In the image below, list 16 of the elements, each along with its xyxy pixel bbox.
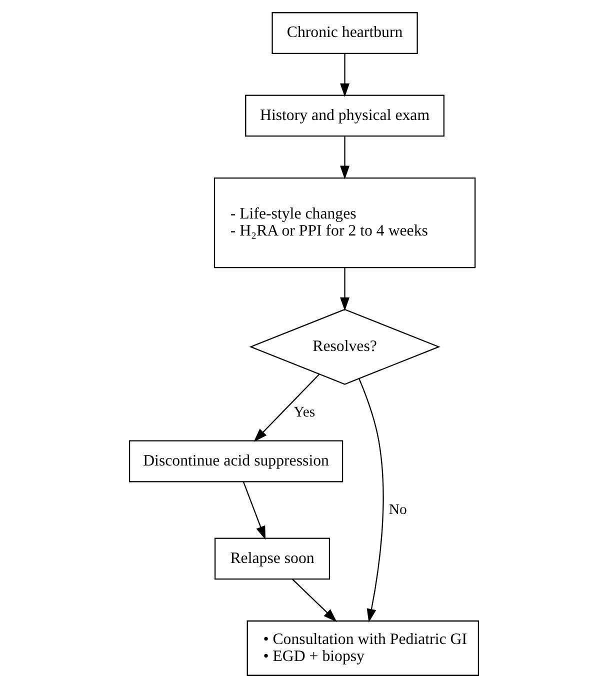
arrow	[254, 374, 320, 442]
edge-label: Yes	[294, 404, 316, 420]
node-box: History and physical exam	[245, 94, 444, 137]
node-box: Relapse soon	[214, 538, 330, 580]
edge-label: No	[388, 502, 407, 518]
node-box: • Consultation with Pediatric GI • EGD + biopsy	[246, 620, 480, 676]
node-box: Discontinue acid suppression	[128, 440, 344, 482]
arrow	[340, 54, 350, 97]
arrow	[340, 268, 350, 311]
node-box: - Life-style changes - H₂RA or PPI for 2 to 4 weeks	[214, 177, 476, 268]
arrow	[292, 578, 337, 622]
node-box: Chronic heartburn	[272, 12, 418, 54]
node-diamond: Resolves?	[249, 308, 440, 385]
arrow	[243, 482, 266, 540]
arrow	[340, 136, 350, 180]
arrow	[358, 378, 384, 622]
